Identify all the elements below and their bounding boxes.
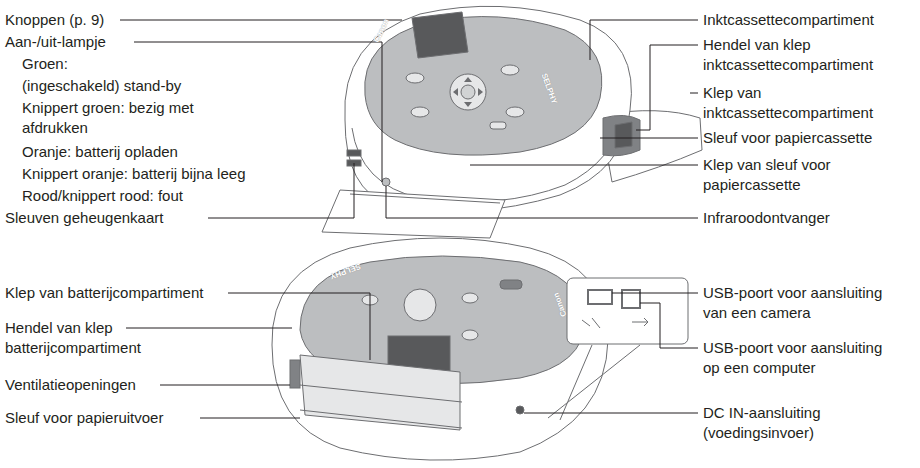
part-label: (ingeschakeld) stand-by: [22, 76, 181, 96]
usb-inset: [548, 278, 688, 420]
part-label: Inktcassettecompartiment: [703, 10, 874, 30]
part-label: Ventilatieopeningen: [5, 375, 136, 395]
part-label: Aan-/uit-lampje: [5, 32, 106, 52]
part-label: DC IN-aansluiting (voedingsinvoer): [703, 403, 863, 443]
leader-lines: [120, 20, 698, 418]
bottom-printer: [272, 238, 608, 460]
part-label: Hendel van klep batterijcompartiment: [5, 318, 175, 358]
part-label: Rood/knippert rood: fout: [22, 186, 183, 206]
part-label: Klep van sleuf voor papiercassette: [703, 155, 903, 195]
part-label: Hendel van klep inktcassettecompartiment: [703, 35, 903, 75]
part-label: Sleuf voor papieruitvoer: [5, 408, 163, 428]
part-label: Knippert oranje: batterij bijna leeg: [22, 164, 245, 184]
part-label: Klep van batterijcompartiment: [5, 283, 203, 303]
top-printer: [322, 6, 702, 238]
part-label: Oranje: batterij opladen: [22, 142, 178, 162]
part-label: USB-poort voor aansluiting van een camer…: [703, 283, 898, 323]
part-label: Sleuven geheugenkaart: [5, 208, 163, 228]
part-label: USB-poort voor aansluiting op een comput…: [703, 338, 898, 378]
part-label: Knoppen (p. 9): [5, 10, 104, 30]
part-label: Groen:: [22, 54, 68, 74]
part-label: Knippert groen: bezig met afdrukken: [22, 98, 237, 138]
part-label: Klep van inktcassettecompartiment: [703, 83, 903, 123]
part-label: Sleuf voor papiercassette: [703, 128, 872, 148]
part-label: Infraroodontvanger: [703, 208, 830, 228]
